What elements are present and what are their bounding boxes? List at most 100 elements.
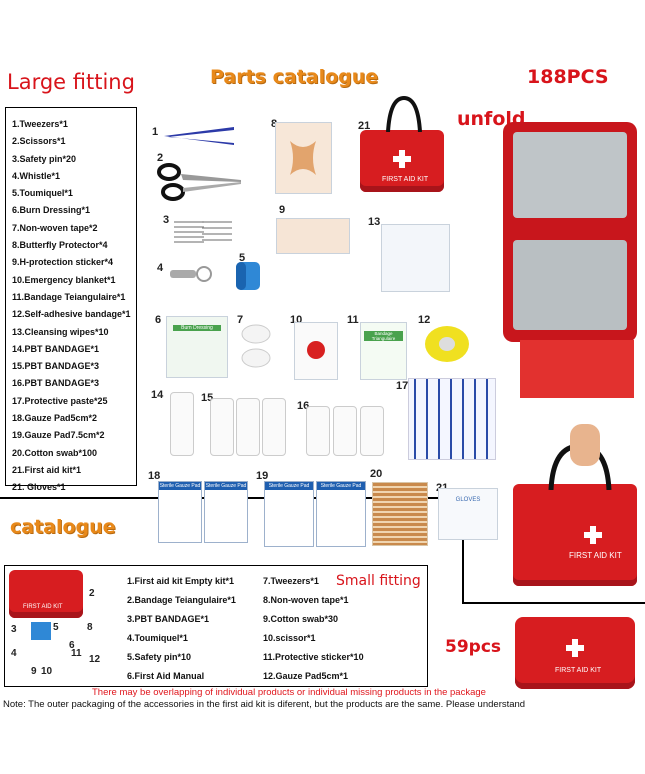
list-item: 21. Gloves*1 [12,482,66,493]
large-fitting-heading: Large fitting [7,70,135,94]
list-item: 9.Cotton swab*30 [263,614,339,624]
part-number: 1 [152,126,159,138]
list-item: 20.Cotton swab*100 [12,447,98,458]
list-item: 7.Tweezers*1 [263,576,319,586]
small-fitting-heading: Small fitting [336,573,421,589]
list-item: 8.Non-woven tape*1 [263,595,349,605]
catalogue-heading: catalogue [10,516,116,538]
list-item: 12.Self-adhesive bandage*1 [12,309,131,320]
butterfly-protector-item [275,122,332,194]
list-item: 14.PBT BANDAGE*1 [12,343,100,354]
catalogue-number: 4 [11,648,17,659]
pcs-small-heading: 59pcs [445,637,502,657]
part-number: 5 [239,252,246,264]
kit-label: FIRST AID KIT [569,551,622,560]
gloves-label: GLOVES [455,497,481,503]
pbt-bandage-group-b [306,406,330,456]
list-item: 11.Bandage Teiangulaire*1 [12,291,126,302]
catalogue-number: 9 [31,666,37,677]
small-pouch: FIRST AID KIT [515,617,635,689]
divider-line [462,602,645,604]
list-item: 9.H-protection sticker*4 [12,257,114,268]
gauze-pad-7cm: Sterile Gauze Pad [316,481,366,547]
list-item: 3.Safety pin*20 [12,153,77,164]
gauze-pad-5cm: Sterile Gauze Pad [158,481,202,543]
bandage-triangular-item: Bandage Triangulaire [360,322,407,380]
list-item: 5.Toumiquel*1 [12,188,73,199]
gauze-label: Sterile Gauze Pad [159,482,201,490]
pbt-bandage-group-a [236,398,260,456]
small-fitting-box [4,565,428,687]
kit-label: FIRST AID KIT [555,667,602,674]
list-item: 2.Scissors*1 [12,136,66,147]
first-aid-kit-bag: FIRST AID KIT [360,130,444,192]
list-item: 15.PBT BANDAGE*3 [12,361,100,372]
list-item: 21.First aid kit*1 [12,464,82,475]
list-item: 11.Protective sticker*10 [263,652,364,662]
burn-dressing-item: Burn Dressing [166,316,228,378]
small-fitting-list-right: 7.Tweezers*1 8.Non-woven tape*1 9.Cotton… [263,572,364,686]
catalogue-number: 3 [11,624,17,635]
kit-label: FIRST AID KIT [23,604,63,610]
warning-text: There may be overlapping of individual p… [92,687,486,698]
scissors-icon [157,163,241,201]
small-fitting-list-left: 1.First aid kit Empty kit*1 2.Bandage Te… [127,572,236,686]
list-item: 13.Cleansing wipes*10 [12,326,109,337]
list-item: 6.First Aid Manual [127,671,205,681]
pbt-bandage-group-b [333,406,357,456]
pbt-bandage-group-a [210,398,234,456]
list-item: 6.Burn Dressing*1 [12,205,91,216]
non-woven-tape-icon [241,324,271,368]
catalogue-number: 6 [69,640,75,651]
catalogue-number: 10 [41,666,53,677]
catalogue-number: 11 [71,648,82,659]
parts-catalogue-heading: Parts catalogue [210,66,379,88]
cotton-swab-item [372,482,428,546]
part-number: 7 [237,314,244,326]
gauze-label: Sterile Gauze Pad [265,482,313,490]
protective-paste-item [408,378,496,460]
part-number: 8 [271,118,277,130]
gauze-label: Sterile Gauze Pad [205,482,247,490]
part-number: 17 [396,380,409,392]
kit-label: FIRST AID KIT [382,176,429,183]
large-fitting-list: 1.Tweezers*1 2.Scissors*1 3.Safety pin*2… [5,107,137,492]
hand-image [570,424,600,466]
part-number: 13 [368,216,381,228]
cleansing-wipes-item [381,224,450,292]
list-item: 10.Emergency blanket*1 [12,274,116,285]
list-item: 12.Gauze Pad5cm*1 [263,671,349,681]
whistle-icon [170,266,212,282]
tweezers-icon [164,127,234,145]
catalogue-number: 12 [89,654,101,665]
divider-line [462,497,464,603]
pbt-bandage-group-a [262,398,286,456]
part-number: 3 [163,214,170,226]
catalogue-number: 5 [53,622,59,633]
list-item: 4.Whistle*1 [12,170,61,181]
part-number: 11 [347,314,359,326]
part-number: 12 [418,314,431,326]
bag-handle-icon [386,96,422,132]
list-item: 18.Gauze Pad5cm*2 [12,413,98,424]
list-item: 19.Gauze Pad7.5cm*2 [12,430,105,441]
part-number: 20 [370,468,383,480]
catalogue-number: 8 [87,622,93,633]
pbt-bandage-group-b [360,406,384,456]
list-item: 7.Non-woven tape*2 [12,222,98,233]
gauze-pad-5cm: Sterile Gauze Pad [204,481,248,543]
large-kit-bag: FIRST AID KIT [513,484,637,586]
gloves-item: GLOVES [438,488,498,540]
part-number: 19 [256,470,269,482]
part-number: 6 [155,314,162,326]
part-number: 2 [157,152,164,164]
self-adhesive-bandage-icon [425,326,469,362]
list-item: 3.PBT BANDAGE*1 [127,614,210,624]
part-number: 14 [151,389,164,401]
list-item: 5.Safety pin*10 [127,652,192,662]
part-number: 9 [279,204,286,216]
safety-pins-icon [174,221,232,243]
gauze-label: Sterile Gauze Pad [317,482,365,490]
list-item: 8.Butterfly Protector*4 [12,240,108,251]
list-item: 1.First aid kit Empty kit*1 [127,576,235,586]
